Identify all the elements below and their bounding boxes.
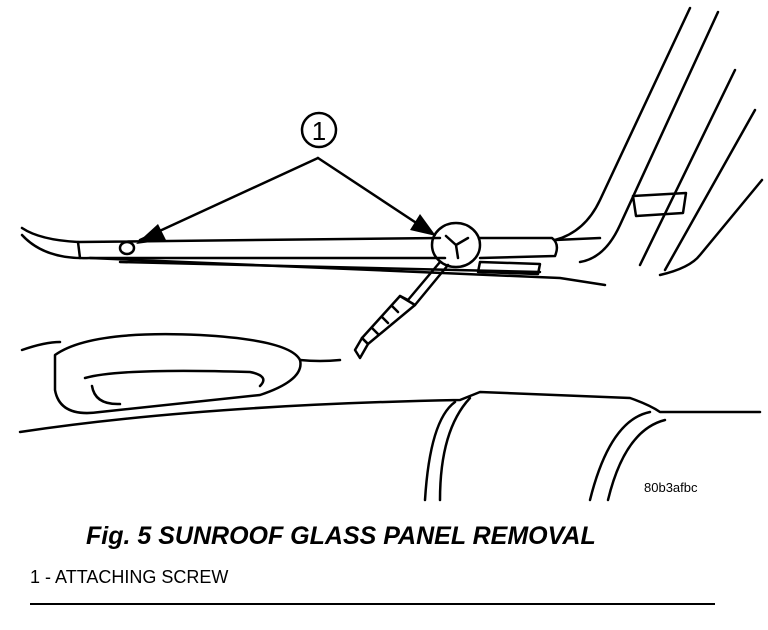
ratchet-end <box>353 336 370 360</box>
left-screw <box>118 240 136 256</box>
ratchet-grip <box>360 294 417 346</box>
figure-caption: Fig. 5 SUNROOF GLASS PANEL REMOVAL <box>86 522 596 550</box>
door-opening-left <box>423 400 457 502</box>
roof-right-edge <box>658 178 764 277</box>
legend-number: 1 <box>30 567 41 587</box>
headliner-edge <box>298 358 342 363</box>
rail-right-segment <box>478 236 559 260</box>
pillar-line-4 <box>663 108 757 272</box>
ratchet-grip-lines <box>370 304 400 336</box>
panel-rail-top <box>20 226 442 244</box>
rail-block <box>476 260 542 276</box>
door-opening-left-2 <box>438 396 472 502</box>
panel-rail-inner <box>76 240 82 260</box>
sunroof-removal-illustration: 1 <box>18 6 764 502</box>
image-reference-code: 80b3afbc <box>644 480 698 495</box>
rail-corner <box>553 236 602 242</box>
pillar-line-2 <box>578 10 720 264</box>
headliner-main <box>18 390 762 434</box>
callout-number: 1 <box>312 116 326 146</box>
headliner-left <box>20 340 62 352</box>
door-opening-right <box>588 410 652 502</box>
roof-bracket <box>631 191 688 218</box>
callout-arrow-left <box>138 156 320 242</box>
grab-handle-inner <box>83 369 265 388</box>
legend: 1 - ATTACHING SCREW <box>30 567 228 588</box>
grab-handle-inner-2 <box>90 384 122 406</box>
pillar-line-3 <box>638 68 737 267</box>
divider-rule <box>30 603 715 605</box>
ratchet-star <box>444 234 470 260</box>
callout-arrow-right <box>316 156 432 234</box>
pillar-outer-line <box>553 6 692 242</box>
arrowhead-right <box>410 214 436 236</box>
rail-lower-2 <box>118 260 542 274</box>
grab-handle <box>53 332 302 415</box>
legend-label: ATTACHING SCREW <box>55 567 229 587</box>
callout-circle <box>300 111 338 149</box>
arrowhead-left <box>136 224 166 244</box>
legend-separator: - <box>40 567 56 587</box>
door-opening-right-2 <box>606 418 667 502</box>
ratchet-head <box>430 221 482 269</box>
